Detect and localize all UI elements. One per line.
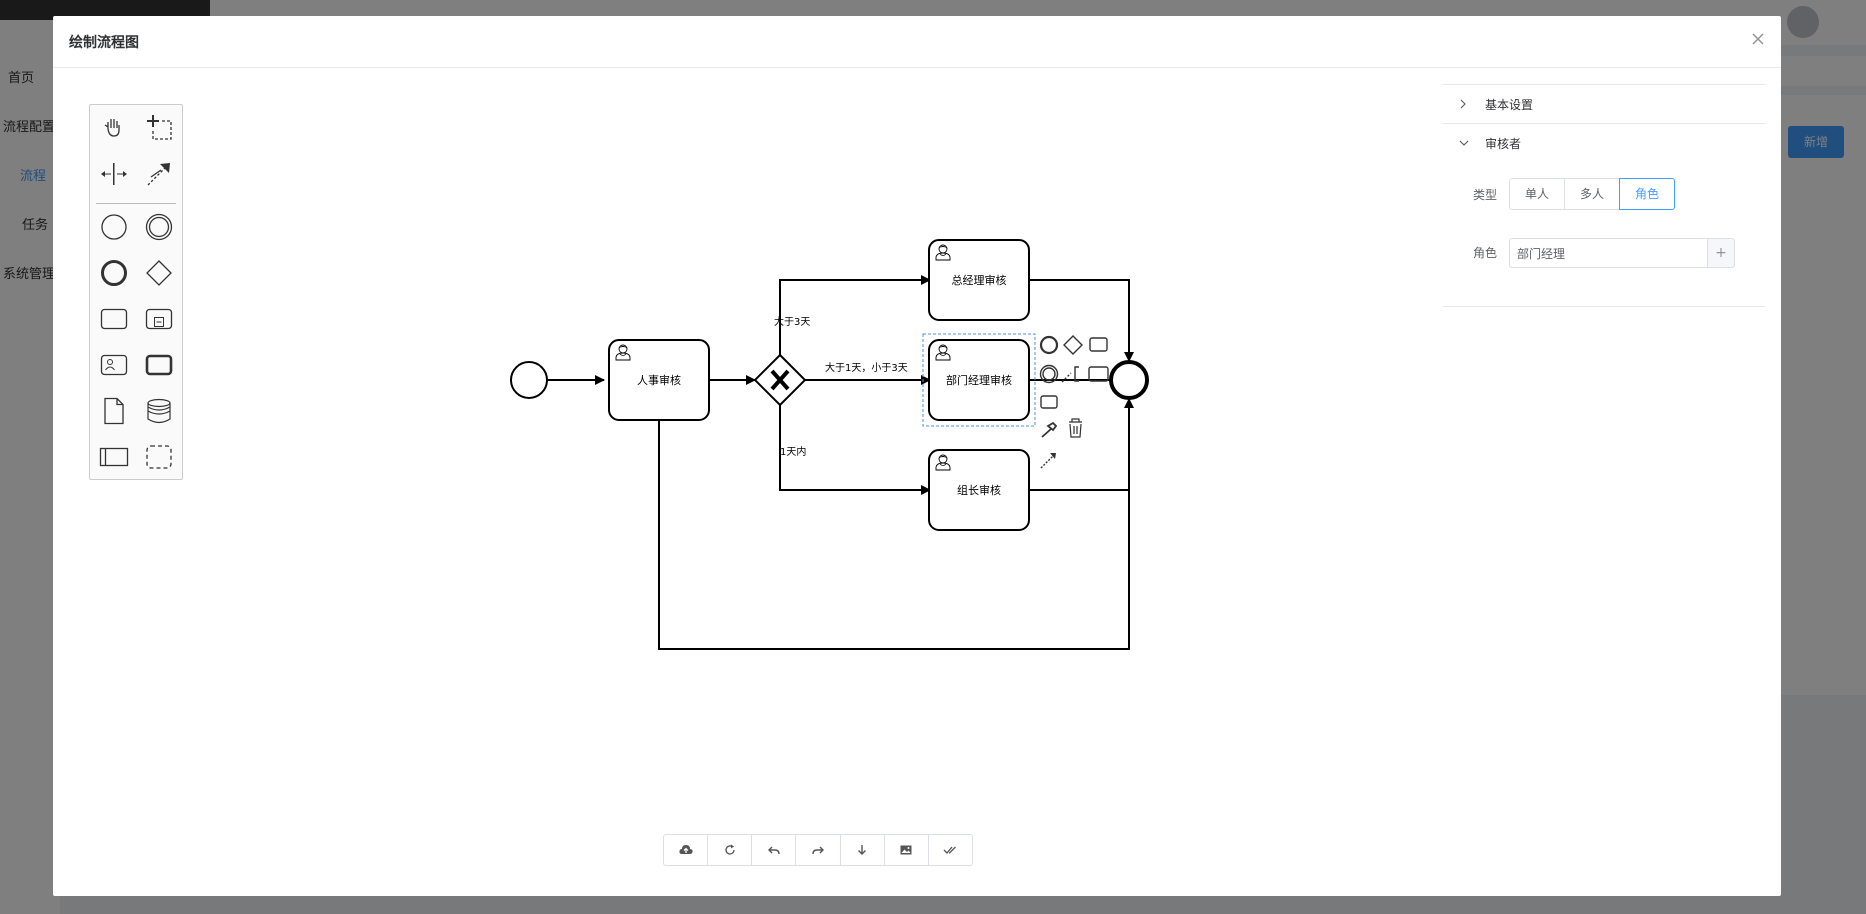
task-gm	[928, 239, 1030, 321]
chevron-down-icon	[1459, 139, 1469, 147]
task-hr-label: 人事审核	[637, 373, 681, 387]
flow-lead-to-end	[1029, 398, 1134, 491]
call-activity-icon[interactable]	[141, 347, 177, 383]
intermediate-event-icon[interactable]	[141, 209, 177, 245]
task-lead	[928, 449, 1030, 531]
palette-separator	[96, 203, 176, 204]
undo-icon[interactable]	[752, 835, 797, 865]
check-icon[interactable]	[929, 835, 972, 865]
end-event-icon[interactable]	[96, 255, 132, 291]
task-lead-label: 组长审核	[957, 483, 1001, 497]
group-icon[interactable]	[141, 439, 177, 475]
image-icon[interactable]	[885, 835, 929, 865]
selection-outline	[922, 333, 1036, 427]
task-dept	[922, 333, 1036, 427]
exclusive-gateway	[753, 353, 807, 407]
change-type-icon	[1088, 366, 1109, 382]
close-icon[interactable]	[1747, 28, 1769, 50]
sequence-flows	[548, 275, 1134, 650]
panel-divider	[1443, 84, 1765, 85]
flow-gateway-to-gm	[779, 275, 931, 355]
dialog-divider	[53, 67, 1781, 68]
collapse-reviewer[interactable]: 审核者	[1443, 124, 1765, 162]
role-input[interactable]: 部门经理	[1509, 238, 1709, 268]
wrench-icon	[1041, 421, 1058, 438]
flow-gateway-to-lead	[779, 405, 931, 495]
collapse-basic-settings[interactable]: 基本设置	[1443, 85, 1765, 123]
bpmn-canvas[interactable]: 人事审核 总经理审核 部门经理审核 组长审核 大于3天 大于1天，小于3天 1天…	[53, 68, 1781, 896]
panel-divider	[1443, 306, 1765, 307]
hand-tool-icon[interactable]	[96, 109, 132, 145]
append-task-icon	[1089, 337, 1108, 352]
type-label: 类型	[1473, 188, 1498, 202]
task-gm-label: 总经理审核	[952, 273, 1007, 287]
type-option-multi[interactable]: 多人	[1564, 178, 1621, 210]
connect-tool-icon[interactable]	[141, 156, 177, 192]
draw-flow-dialog: 绘制流程图	[53, 16, 1781, 896]
basic-settings-title: 基本设置	[1485, 97, 1534, 112]
role-add-button[interactable]: +	[1707, 238, 1735, 268]
flow-hr-loop	[658, 420, 1130, 650]
gateway-icon[interactable]	[141, 255, 177, 291]
task-dept-label: 部门经理审核	[946, 373, 1012, 387]
download-icon[interactable]	[841, 835, 885, 865]
space-tool-icon[interactable]	[96, 156, 132, 192]
task-hr	[608, 339, 710, 421]
start-event	[510, 361, 548, 399]
dialog-title: 绘制流程图	[69, 35, 139, 51]
redo-icon[interactable]	[796, 835, 841, 865]
bpmn-palette	[89, 104, 183, 480]
type-radio-group: 单人 多人 角色	[1509, 178, 1676, 210]
flow-gm-to-end	[1029, 279, 1134, 362]
flow-label-gt3: 大于3天	[774, 315, 810, 328]
refresh-icon[interactable]	[708, 835, 753, 865]
flow-label-between: 大于1天，小于3天	[825, 361, 908, 374]
bottom-toolbar	[663, 834, 973, 866]
lasso-tool-icon[interactable]	[141, 109, 177, 145]
properties-panel: 基本设置 审核者 类型 单人 多人 角色 角色 部门经理 +	[1443, 84, 1765, 308]
flow-label-within1: 1天内	[780, 445, 806, 458]
panel-divider	[1443, 123, 1765, 124]
user-task-icon[interactable]	[96, 347, 132, 383]
append-end-event-icon	[1039, 335, 1059, 355]
append-intermediate-event-icon	[1039, 364, 1059, 384]
connect-icon	[1040, 455, 1054, 469]
type-option-role[interactable]: 角色	[1619, 178, 1676, 210]
role-label: 角色	[1473, 246, 1498, 260]
start-event-icon[interactable]	[96, 209, 132, 245]
data-object-icon[interactable]	[96, 393, 132, 429]
upload-icon[interactable]	[664, 835, 709, 865]
reviewer-title: 审核者	[1485, 136, 1522, 151]
subprocess-icon[interactable]	[141, 301, 177, 337]
chevron-right-icon	[1459, 99, 1469, 109]
context-pad	[1039, 335, 1109, 469]
trash-icon	[1069, 418, 1082, 438]
data-store-icon[interactable]	[141, 393, 177, 429]
append-subprocess-icon	[1040, 395, 1058, 409]
participant-icon[interactable]	[96, 439, 132, 475]
end-event	[1109, 360, 1149, 400]
task-icon[interactable]	[96, 301, 132, 337]
append-gateway-icon	[1063, 335, 1083, 355]
diagram-svg: 人事审核 总经理审核 部门经理审核 组长审核 大于3天 大于1天，小于3天 1天…	[510, 239, 1149, 650]
type-option-single[interactable]: 单人	[1509, 178, 1566, 210]
